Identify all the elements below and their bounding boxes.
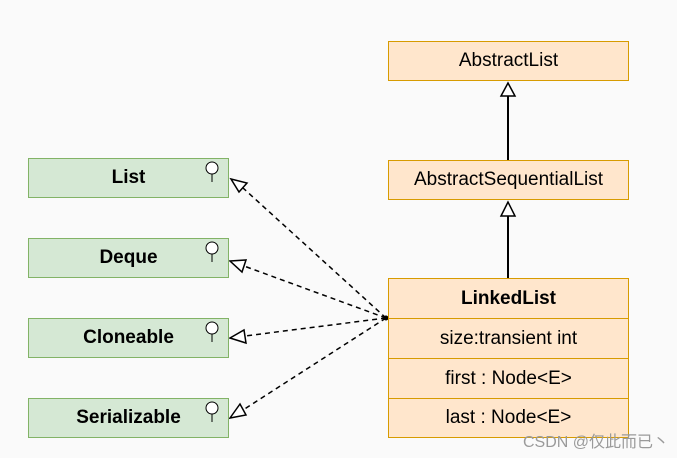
inherit-arrowhead-asl [499, 200, 517, 217]
interface-icon [205, 321, 219, 342]
realize-edge-serializable [242, 317, 387, 411]
interface-list[interactable]: List [28, 158, 229, 198]
interface-list-name: List [111, 167, 146, 188]
realize-edge-cloneable [244, 317, 387, 337]
class-linked-list[interactable]: LinkedList size:transient int first : No… [388, 278, 629, 438]
edge-junction-dot [383, 315, 389, 321]
interface-deque[interactable]: Deque [28, 238, 229, 278]
class-field-last-text: last : Node<E> [445, 407, 572, 428]
class-field-last: last : Node<E> [388, 398, 629, 438]
watermark: CSDN @仅此而已丶 [522, 434, 669, 451]
realize-arrowhead-list [229, 177, 249, 194]
realize-arrowhead-serializable [228, 402, 248, 420]
interface-icon [205, 241, 219, 262]
interface-icon [205, 161, 219, 182]
class-field-first-text: first : Node<E> [445, 367, 572, 389]
class-abstract-list[interactable]: AbstractList [388, 41, 629, 81]
class-linked-list-header: LinkedList [388, 278, 629, 319]
interface-cloneable[interactable]: Cloneable [28, 318, 229, 358]
interface-serializable[interactable]: Serializable [28, 398, 229, 438]
interface-deque-name: Deque [99, 247, 158, 268]
class-field-size-text: size:transient int [439, 327, 578, 349]
realize-arrowhead-cloneable [228, 328, 247, 345]
interface-cloneable-name: Cloneable [83, 327, 174, 348]
class-abstract-sequential-list-name: AbstractSequentialList [413, 169, 604, 190]
realize-edge-deque [243, 265, 387, 319]
interface-icon [205, 401, 219, 422]
class-field-first: first : Node<E> [388, 358, 629, 399]
class-abstract-sequential-list[interactable]: AbstractSequentialList [388, 160, 629, 200]
class-field-size: size:transient int [388, 318, 629, 359]
inherit-arrowhead-al [499, 81, 517, 97]
realize-arrowhead-deque [228, 259, 248, 274]
interface-serializable-name: Serializable [76, 407, 181, 428]
class-linked-list-name: LinkedList [460, 287, 556, 309]
class-abstract-list-name: AbstractList [458, 50, 559, 71]
realize-edge-list [242, 187, 387, 319]
